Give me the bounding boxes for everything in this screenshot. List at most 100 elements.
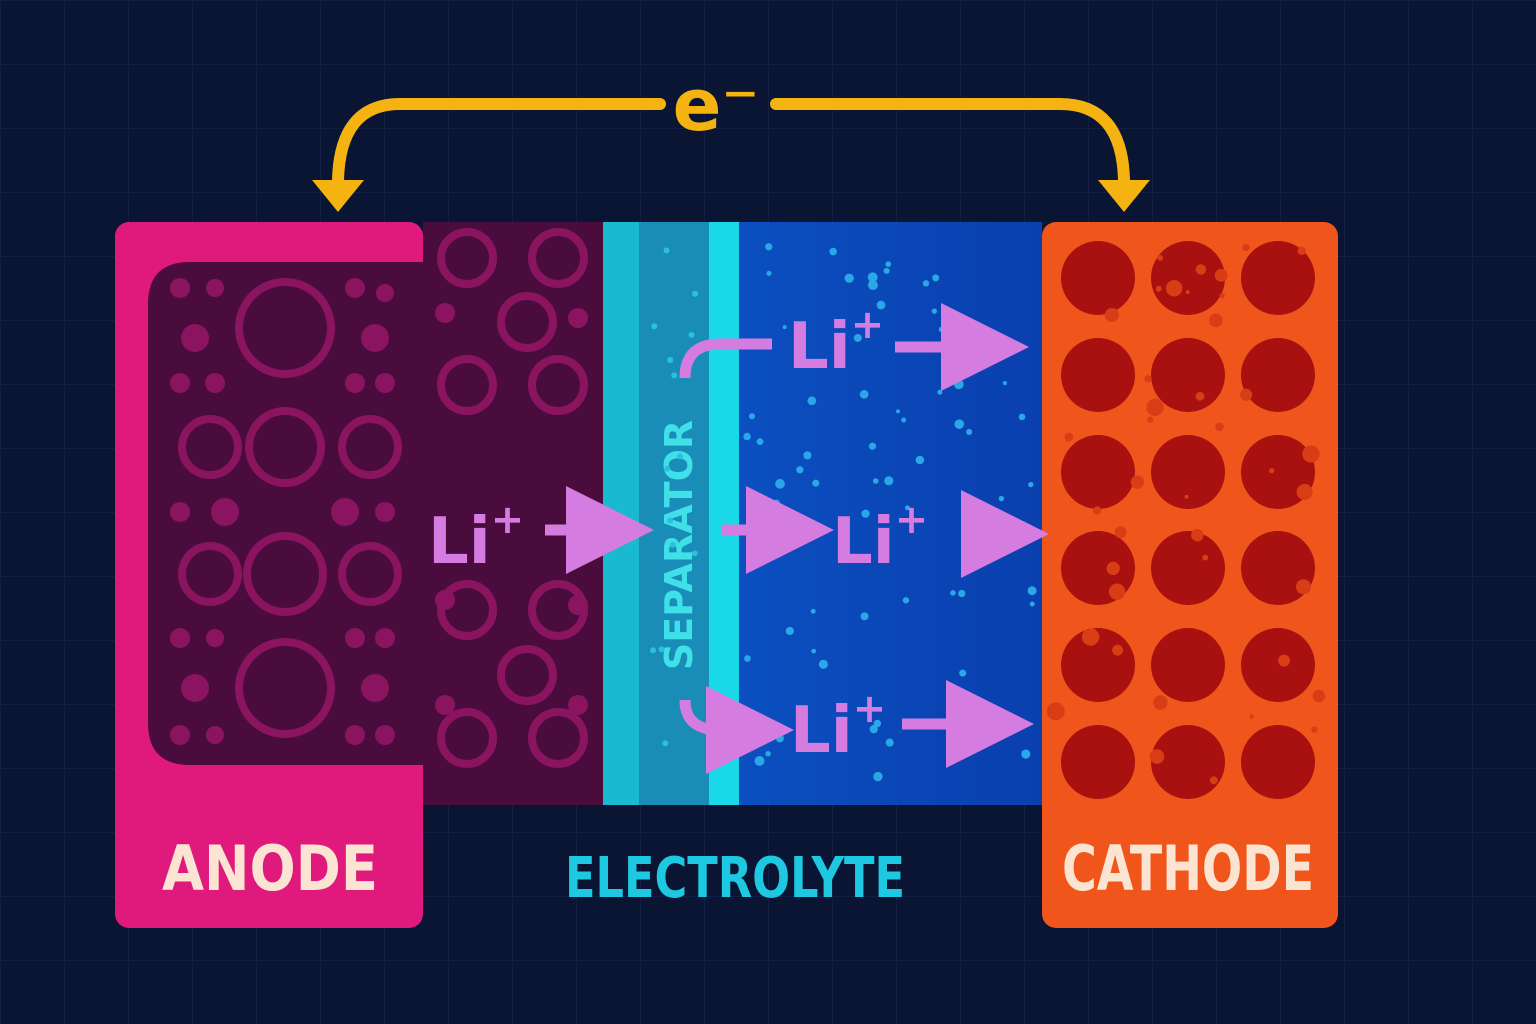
- electrolyte-dot: [1027, 586, 1037, 596]
- cathode-speck: [1195, 391, 1205, 401]
- electrolyte-dot: [844, 273, 854, 283]
- electrolyte-dot: [818, 659, 828, 669]
- anode-dot-particle: [435, 695, 455, 715]
- anode-dot-particle: [376, 284, 394, 302]
- electrolyte-dot: [829, 247, 837, 256]
- electrolyte-dot: [765, 750, 771, 757]
- electrolyte-dot: [1018, 413, 1026, 421]
- cathode-speck: [1312, 689, 1326, 703]
- anode-ring-particle: [437, 355, 497, 415]
- electrolyte-dot: [785, 626, 794, 636]
- cathode-speck: [1209, 776, 1218, 785]
- cathode-speck: [1112, 644, 1124, 656]
- cathode-speck: [1093, 506, 1102, 515]
- cathode-speck: [1104, 307, 1119, 323]
- electrolyte-dot: [876, 300, 886, 310]
- anode-dot-particle: [170, 725, 190, 745]
- anode-dot-particle: [170, 502, 190, 522]
- cathode-particle: [1241, 241, 1315, 315]
- cathode-particle: [1061, 338, 1135, 412]
- electrolyte-dot: [950, 590, 956, 596]
- cathode-speck: [1114, 526, 1127, 539]
- cathode-particle: [1151, 725, 1225, 799]
- electrolyte-dot: [966, 428, 973, 436]
- anode-dot-particle: [375, 373, 395, 393]
- anode-dot-particle: [205, 373, 225, 393]
- electrolyte-dot: [775, 734, 784, 743]
- anode-dot-particle: [345, 628, 365, 648]
- electrolyte-dot: [766, 270, 772, 276]
- separator-dot: [650, 647, 657, 654]
- ion-labels: Li+ Li+ Li+ Li+: [428, 302, 928, 768]
- cathode-speck: [1108, 583, 1126, 600]
- anode-ring-particle: [338, 542, 402, 606]
- electrolyte-dot: [969, 743, 977, 751]
- electron-label: e⁻: [673, 63, 760, 147]
- separator-dot: [663, 247, 670, 254]
- cathode-speck: [1209, 313, 1223, 328]
- separator-dot: [692, 290, 699, 297]
- cathode-particle: [1241, 628, 1315, 702]
- anode-dot-particle: [375, 725, 395, 745]
- anode-dot-particle: [211, 498, 239, 526]
- electrolyte-dot: [859, 389, 869, 399]
- separator-dot: [671, 372, 678, 379]
- anode-ring-particle: [437, 708, 497, 768]
- electrolyte-dot: [937, 389, 943, 395]
- electron-arrowhead-right: [1098, 180, 1150, 212]
- cathode-speck: [1295, 579, 1312, 595]
- cathode-speck: [1242, 243, 1250, 252]
- electrolyte-dot: [915, 455, 925, 465]
- electron-flow-arrow: [332, 98, 1130, 186]
- anode-ring-particle: [178, 542, 242, 606]
- electrolyte-label: ELECTROLYTE: [565, 846, 905, 911]
- separator-layer-right: [709, 222, 739, 805]
- electrolyte-dot: [884, 476, 894, 486]
- electrolyte-dot: [883, 267, 890, 274]
- electrolyte-dot: [954, 419, 965, 429]
- electrolyte-dot: [983, 704, 989, 710]
- electrolyte-dot: [807, 396, 817, 406]
- cathode-speck: [1202, 554, 1209, 561]
- cathode-speck: [1147, 416, 1154, 423]
- cathode-particle: [1151, 531, 1225, 605]
- cathode-speck: [1064, 432, 1074, 442]
- cathode-particle: [1151, 338, 1225, 412]
- cathode-speck: [1311, 726, 1318, 733]
- anode-dot-particle: [170, 278, 190, 298]
- anode-dot-particle: [345, 278, 365, 298]
- cathode-particle: [1061, 435, 1135, 509]
- anode-dot-particle: [206, 629, 224, 647]
- separator-dot: [667, 517, 674, 524]
- cathode-particles: [1046, 241, 1326, 799]
- electrolyte-dot: [953, 379, 964, 390]
- electrolyte-dot: [958, 589, 966, 598]
- electrolyte-dot: [998, 495, 1005, 502]
- anode-dot-particle: [568, 695, 588, 715]
- ion-label: Li+: [428, 497, 524, 579]
- cathode-speck: [1302, 445, 1320, 463]
- anode-ring-particle: [528, 355, 588, 415]
- cathode-particle: [1151, 628, 1225, 702]
- cathode-speck: [1149, 749, 1165, 764]
- cathode-speck: [1219, 293, 1225, 299]
- ion-label: Li+: [790, 686, 886, 768]
- separator-dot: [667, 357, 674, 364]
- anode-dot-particle: [345, 373, 365, 393]
- electrolyte-dot: [756, 438, 764, 446]
- anode-ring-particle: [497, 645, 557, 705]
- cathode-speck: [1214, 268, 1228, 282]
- ion-label: Li+: [788, 302, 884, 384]
- anode-ring-particle: [497, 292, 557, 352]
- electrolyte-dot: [904, 505, 911, 511]
- cathode-speck: [1297, 246, 1306, 255]
- electrolyte-dot: [803, 451, 812, 460]
- electrolyte-dot: [860, 612, 869, 621]
- separator-dot: [664, 465, 671, 472]
- electrolyte-dot: [873, 771, 883, 782]
- cathode-label: CATHODE: [1062, 832, 1314, 905]
- anode-dot-particle: [361, 674, 389, 702]
- cathode-speck: [1215, 422, 1224, 432]
- electrolyte-dot: [884, 546, 890, 552]
- anode-ring-particle: [528, 708, 588, 768]
